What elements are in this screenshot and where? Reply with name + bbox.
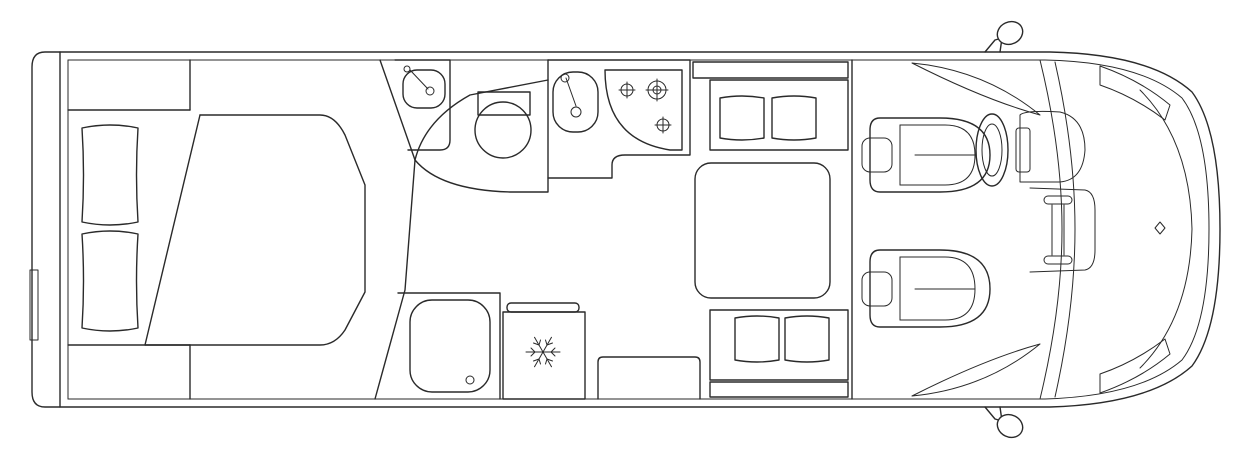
cabinet — [597, 356, 701, 400]
passenger-seat — [861, 249, 991, 328]
burner-icon — [618, 78, 672, 134]
mirror-icon — [984, 20, 1024, 439]
rear-bed — [67, 59, 366, 400]
tap-icon — [552, 71, 599, 133]
fridge — [502, 302, 586, 400]
washbasin-rear — [402, 65, 446, 109]
cooktop — [604, 69, 683, 151]
snowflake-icon — [525, 336, 561, 368]
washroom — [394, 59, 549, 193]
door-pocket-bottom — [911, 343, 1041, 397]
toilet — [474, 91, 532, 159]
steering-wheel-icon — [975, 113, 1031, 187]
dinette-bench-bottom — [709, 309, 849, 398]
dining-table — [694, 162, 831, 299]
bedroom-partition — [374, 59, 416, 400]
door-pocket-top — [911, 62, 1041, 116]
dashboard — [1019, 110, 1096, 273]
dinette-bench-top — [692, 61, 849, 151]
kitchen-counter — [547, 59, 691, 179]
driver-seat — [861, 117, 991, 193]
vehicle-body — [29, 51, 1221, 408]
pillow-icon — [81, 124, 139, 332]
shower-tray — [397, 292, 501, 400]
windshield — [1039, 59, 1193, 400]
